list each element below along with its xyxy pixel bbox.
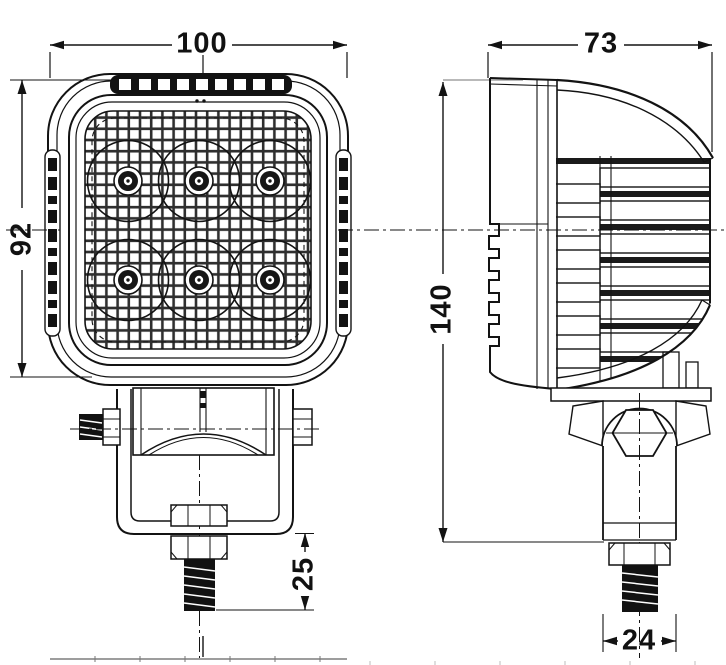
pivot-nut-right bbox=[292, 408, 313, 446]
bracket-wing-left bbox=[568, 400, 604, 447]
lens-mesh bbox=[84, 110, 312, 350]
arrowhead-up bbox=[300, 533, 310, 547]
front-bracket bbox=[70, 387, 322, 658]
heatsink-fins bbox=[556, 156, 711, 392]
mount-nut-lower bbox=[170, 535, 228, 560]
side-strip-right bbox=[335, 149, 352, 337]
dim-front-height-label: 92 bbox=[5, 221, 38, 257]
dimension-side-height bbox=[438, 79, 604, 543]
arrowhead-right bbox=[333, 40, 347, 50]
mount-nut-upper bbox=[170, 504, 228, 527]
side-strip-left bbox=[44, 149, 61, 337]
arrowhead-right bbox=[662, 636, 676, 646]
front-housing bbox=[47, 73, 349, 386]
arrowhead-right bbox=[698, 40, 712, 50]
dim-side-height-label: 140 bbox=[425, 283, 458, 335]
u-bracket-outer bbox=[116, 389, 294, 535]
dim-side-stud-label: 24 bbox=[621, 624, 657, 657]
dimension-front-stud bbox=[216, 532, 314, 611]
led-array bbox=[86, 139, 312, 322]
dimension-side-stud bbox=[602, 614, 677, 652]
sheet-border-remnants bbox=[50, 636, 696, 665]
pivot-bolt-left bbox=[79, 408, 121, 446]
arrowhead-left bbox=[488, 40, 502, 50]
side-view bbox=[338, 40, 726, 658]
side-bracket bbox=[550, 387, 712, 658]
arrowhead-up bbox=[17, 80, 27, 94]
led-reflector bbox=[86, 139, 312, 322]
dim-side-depth-label: 73 bbox=[583, 27, 619, 60]
dimension-side-depth bbox=[487, 40, 713, 152]
top-vent-band bbox=[110, 75, 292, 103]
arrowhead-down bbox=[300, 596, 310, 610]
arrowhead-left bbox=[603, 636, 617, 646]
arrowhead-left bbox=[50, 40, 64, 50]
dimension-front-width bbox=[49, 40, 348, 78]
mount-stud-front bbox=[183, 559, 216, 611]
arrowhead-down bbox=[438, 528, 448, 542]
dim-front-stud-label: 25 bbox=[287, 556, 320, 592]
arrowhead-down bbox=[17, 363, 27, 377]
dim-front-width-label: 100 bbox=[176, 27, 228, 60]
front-view bbox=[6, 40, 352, 658]
led-chips bbox=[113, 166, 285, 295]
mount-nut-side bbox=[608, 542, 671, 566]
mount-stud-side bbox=[621, 565, 659, 612]
bracket-wing-right bbox=[675, 400, 711, 447]
arrowhead-up bbox=[438, 82, 448, 96]
